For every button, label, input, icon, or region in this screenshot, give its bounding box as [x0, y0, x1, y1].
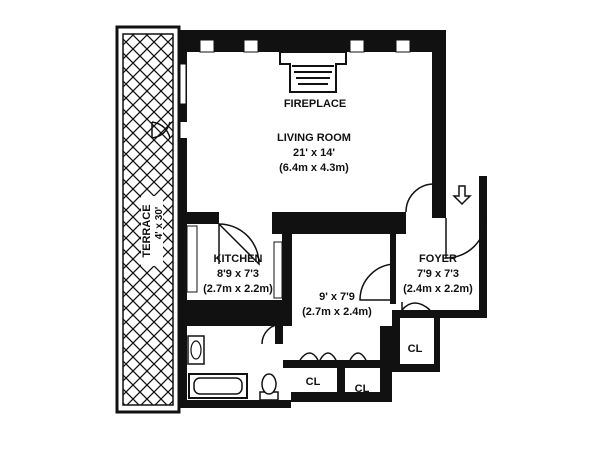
closet-label: CL [306, 376, 321, 388]
closet-label: CL [355, 383, 370, 395]
living-room-metric: (6.4m x 4.3m) [279, 162, 349, 174]
terrace [115, 25, 181, 414]
foyer-name: FOYER [419, 253, 457, 265]
kitchen-imperial: 8'9 x 7'3 [217, 268, 259, 280]
kitchen-counter [186, 225, 283, 299]
sink-icon [187, 335, 205, 365]
doors [151, 121, 487, 361]
living-room-name: LIVING ROOM [277, 132, 351, 144]
bedroom-imperial: 9' x 7'9 [319, 291, 355, 303]
kitchen-name: KITCHEN [214, 253, 263, 265]
fireplace-icon [279, 51, 347, 93]
foyer-imperial: 7'9 x 7'3 [417, 268, 459, 280]
windows [179, 39, 411, 105]
closet-label: CL [408, 343, 423, 355]
down-arrow-icon [452, 185, 472, 206]
toilet-icon [259, 373, 279, 401]
bedroom-metric: (2.7m x 2.4m) [302, 306, 372, 318]
terrace-name: TERRACE [141, 204, 153, 257]
bathtub-icon [188, 373, 248, 399]
living-room-imperial: 21' x 14' [293, 147, 335, 159]
fireplace-label: FIREPLACE [284, 98, 346, 110]
kitchen-metric: (2.7m x 2.2m) [203, 283, 273, 295]
foyer-metric: (2.4m x 2.2m) [403, 283, 473, 295]
terrace-size: 4' x 30' [154, 207, 165, 240]
